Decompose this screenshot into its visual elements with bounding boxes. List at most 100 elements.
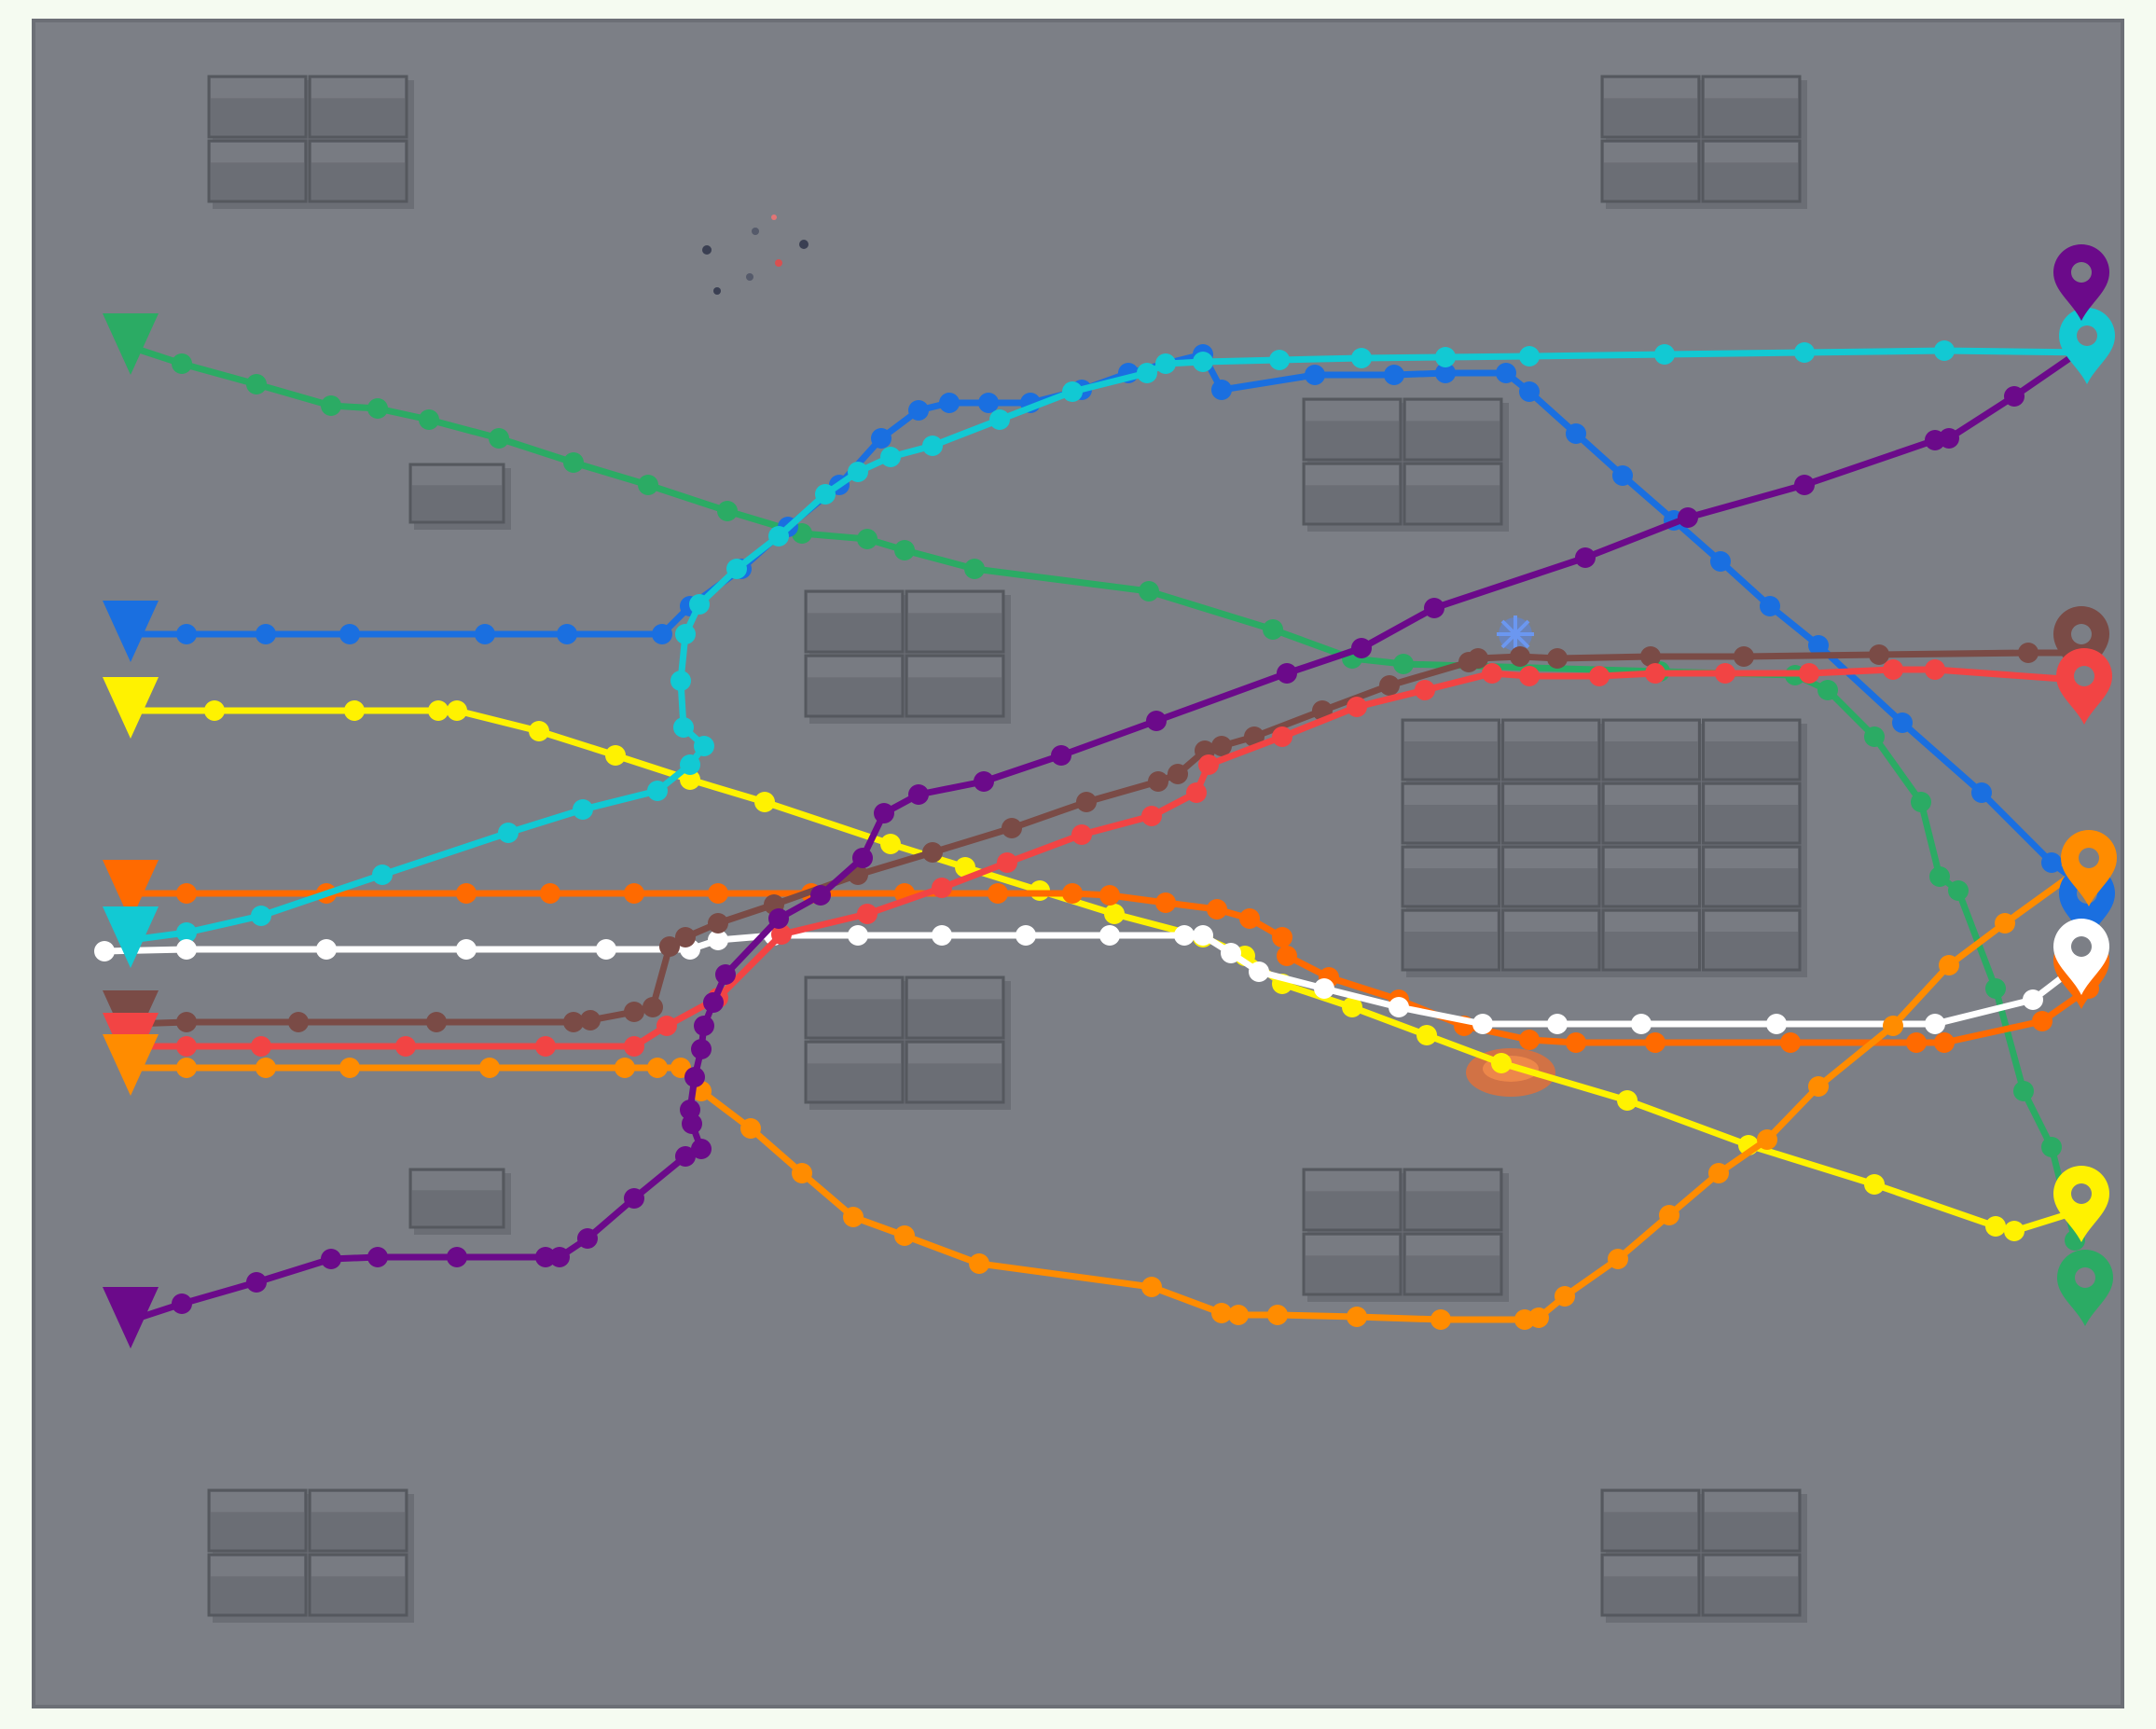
waypoint-dot [1146,711,1167,731]
waypoint-dot [1547,648,1568,669]
obstacle-block [804,589,1011,724]
waypoint-dot [1277,946,1297,966]
waypoint-dot [680,754,700,775]
waypoint-dot [1911,792,1931,812]
waypoint-dot [1263,619,1283,640]
waypoint-dot [573,799,593,820]
waypoint-dot [549,1247,570,1267]
waypoint-dot [1415,680,1435,700]
waypoint-dot [1612,465,1633,486]
obstacle-block [804,975,1011,1110]
waypoint-dot [1062,883,1083,904]
waypoint-dot [880,447,901,467]
waypoint-dot [605,745,626,766]
waypoint-dot [1211,736,1232,756]
waypoint-dot [768,526,789,546]
waypoint-dot [1267,1305,1288,1325]
waypoint-dot [563,1012,584,1032]
start-triangle-icon [103,313,159,375]
waypoint-dot [596,939,616,960]
waypoint-dot [1148,771,1168,792]
waypoint-dot [652,624,672,644]
obstacle-block [207,1488,414,1623]
waypoint-dot [1076,792,1097,812]
obstacle-block [207,75,414,209]
waypoint-dot [447,1247,467,1267]
waypoint-dot [176,883,197,904]
waypoint-dot [1482,663,1502,684]
waypoint-dot [321,1249,341,1269]
waypoint-dot [204,700,225,721]
waypoint-dot [1269,350,1290,370]
waypoint-dot [1948,880,1969,901]
waypoint-dot [1347,697,1367,717]
waypoint-dot [1883,659,1903,680]
waypoint-dot [988,883,1008,904]
waypoint-dot [1934,340,1955,361]
waypoint-dot [1925,1014,1945,1034]
waypoint-dot [680,1100,700,1120]
trajectory-line [127,666,2093,1050]
waypoint-dot [978,393,999,413]
waypoint-dot [246,374,267,394]
waypoint-dot [871,428,891,449]
waypoint-dot [1757,1129,1777,1150]
waypoint-dot [1141,1277,1162,1297]
floor-area [32,19,2124,1708]
trajectory-line [127,347,2093,944]
waypoint-dot [955,857,975,878]
waypoint-dot [580,1010,601,1030]
goal-pin-icon [2059,308,2115,384]
waypoint-dot [1715,663,1735,684]
waypoint-dot [1645,663,1665,684]
waypoint-dot [1519,1030,1540,1050]
waypoint-dot [1379,675,1400,696]
waypoint-dot [1995,913,2015,934]
waypoint-dot [256,624,276,644]
waypoint-dot [1272,726,1292,747]
waypoint-dot [848,925,868,946]
sparkle-icon [1497,616,1534,653]
obstacle-block [408,1168,511,1235]
obstacle-block [1302,397,1509,532]
waypoint-dot [932,878,952,898]
waypoint-dot [1519,346,1540,367]
waypoint-dot [1985,1216,2006,1237]
waypoint-dot [316,939,337,960]
waypoint-dot [694,736,714,756]
marker-layer [103,244,2117,1349]
waypoint-dot [857,529,878,549]
waypoint-dot [395,1036,416,1057]
waypoint-dot [475,624,495,644]
obstacle-block [1600,1488,1807,1623]
waypoint-dot [1062,381,1083,402]
waypoint-dot [964,559,985,579]
waypoint-dot [2018,643,2039,663]
waypoint-dot [848,462,868,482]
waypoint-dot [1351,348,1372,368]
waypoint-dot [1393,654,1414,674]
waypoint-dot [1883,1016,1903,1036]
waypoint-dot [1985,978,2006,999]
waypoint-dot [1468,648,1488,669]
start-triangle-icon [103,1034,159,1096]
start-triangle-icon [103,1287,159,1349]
waypoint-dot [694,1016,714,1036]
waypoint-dot [1051,745,1071,766]
trajectory-orange [120,852,2099,1330]
goal-pin-icon [2053,244,2109,321]
waypoint-dot [703,992,724,1013]
waypoint-dot [2041,1137,2062,1157]
waypoint-dot [1708,1163,1729,1183]
waypoint-dot [624,883,644,904]
waypoint-dot [1186,782,1207,803]
waypoint-dot [726,559,747,579]
waypoint-dot [535,1036,556,1057]
waypoint-dot [908,784,929,805]
waypoint-dot [1168,764,1188,784]
waypoint-dot [1710,551,1731,572]
waypoint-dot [1221,943,1241,963]
waypoint-dot [989,409,1010,430]
goal-pin-icon [2057,1250,2113,1326]
